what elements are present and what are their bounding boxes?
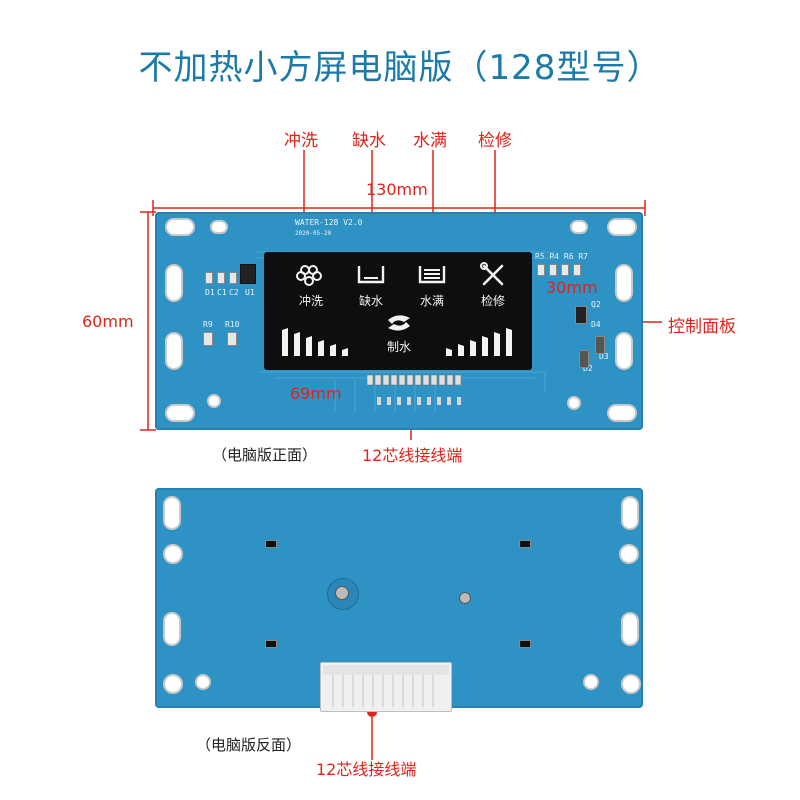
mount-hole	[621, 674, 641, 694]
component	[549, 264, 557, 276]
mount-slot	[615, 264, 633, 302]
silk-d1: D1	[205, 288, 215, 297]
callout-flush: 冲洗	[284, 131, 318, 151]
screen-label-low-water: 缺水	[358, 294, 383, 308]
mount-slot	[165, 264, 183, 302]
component	[217, 272, 225, 284]
mount-hole	[210, 220, 228, 234]
component	[579, 350, 589, 368]
callout-full-water: 水满	[413, 131, 447, 151]
silk-d4: D4	[591, 320, 601, 329]
silk-q2: Q2	[591, 300, 601, 309]
mount-hole	[619, 544, 639, 564]
component	[595, 336, 605, 354]
level-bars-right	[446, 328, 512, 356]
mount-hole	[567, 396, 581, 410]
component	[205, 272, 213, 284]
mount-slot	[621, 496, 639, 530]
flush-icon	[296, 265, 322, 286]
dimension-width: 130mm	[366, 180, 428, 199]
mount-slot	[607, 218, 637, 236]
back-connector-housing	[320, 662, 452, 712]
callout-low-water: 缺水	[352, 131, 386, 151]
pad	[265, 640, 277, 648]
silk-u1: U1	[245, 288, 255, 297]
mount-slot	[165, 218, 195, 236]
screen-label-full-water: 水满	[419, 294, 444, 308]
mount-hole	[583, 674, 599, 690]
front-connector-header	[366, 372, 467, 386]
component	[573, 264, 581, 276]
screw-icon	[459, 592, 471, 604]
back-caption: （电脑版反面）	[196, 736, 302, 754]
mount-slot	[607, 404, 637, 422]
silk-c1: C1	[217, 288, 227, 297]
screen-icon-full-water: 水满	[407, 262, 457, 309]
front-connector-label: 12芯线接线端	[362, 446, 463, 465]
component	[537, 264, 545, 276]
silk-c2: C2	[229, 288, 239, 297]
silk-d3: D3	[599, 352, 609, 361]
callout-maintenance: 检修	[478, 131, 512, 151]
callout-control-panel: 控制面板	[668, 317, 736, 337]
solder-pads	[377, 394, 467, 408]
component	[561, 264, 569, 276]
screen-icon-low-water: 缺水	[346, 262, 396, 309]
lcd-screen: 冲洗 缺水 水满 检修	[264, 252, 532, 370]
mount-slot	[621, 612, 639, 646]
page-title: 不加热小方屏电脑版（128型号）	[138, 48, 662, 88]
screen-label-make-water: 制水	[386, 340, 411, 354]
full-water-icon	[418, 266, 446, 284]
dimension-screen-width: 69mm	[290, 384, 342, 403]
screen-icon-flush: 冲洗	[286, 262, 336, 309]
mount-slot	[163, 612, 181, 646]
mount-hole	[195, 674, 211, 690]
pad	[519, 540, 531, 548]
silk-d2: D2	[583, 364, 593, 373]
screen-label-flush: 冲洗	[298, 294, 323, 308]
mount-hole	[163, 674, 183, 694]
silk-date: 2020-05-20	[295, 230, 332, 237]
level-bars-left	[282, 328, 348, 356]
silk-model: WATER-128 V2.0	[295, 218, 363, 227]
mount-hole	[207, 394, 221, 408]
low-water-icon	[357, 266, 385, 284]
silk-r10: R10	[225, 320, 240, 329]
silk-r9: R9	[203, 320, 213, 329]
chip-u1	[240, 264, 256, 284]
front-caption: （电脑版正面）	[212, 446, 318, 464]
screen-icon-maintenance: 检修	[468, 262, 518, 309]
mount-hole	[163, 544, 183, 564]
mount-slot	[165, 332, 183, 370]
pad	[519, 640, 531, 648]
screen-label-maintenance: 检修	[480, 294, 505, 308]
pad	[265, 540, 277, 548]
component	[229, 272, 237, 284]
component	[203, 332, 213, 346]
dimension-screen-height: 30mm	[546, 278, 598, 297]
water-logo-icon	[388, 315, 410, 331]
back-connector-label: 12芯线接线端	[316, 760, 417, 779]
mount-slot	[163, 496, 181, 530]
silk-r-top: R5 R4 R6 R7	[535, 252, 588, 261]
wrench-icon	[480, 262, 504, 286]
component	[227, 332, 237, 346]
screw-icon	[335, 586, 349, 600]
mount-slot	[615, 332, 633, 370]
mount-hole	[570, 220, 588, 234]
mount-slot	[165, 404, 195, 422]
dimension-height: 60mm	[82, 312, 134, 331]
component	[575, 306, 587, 324]
